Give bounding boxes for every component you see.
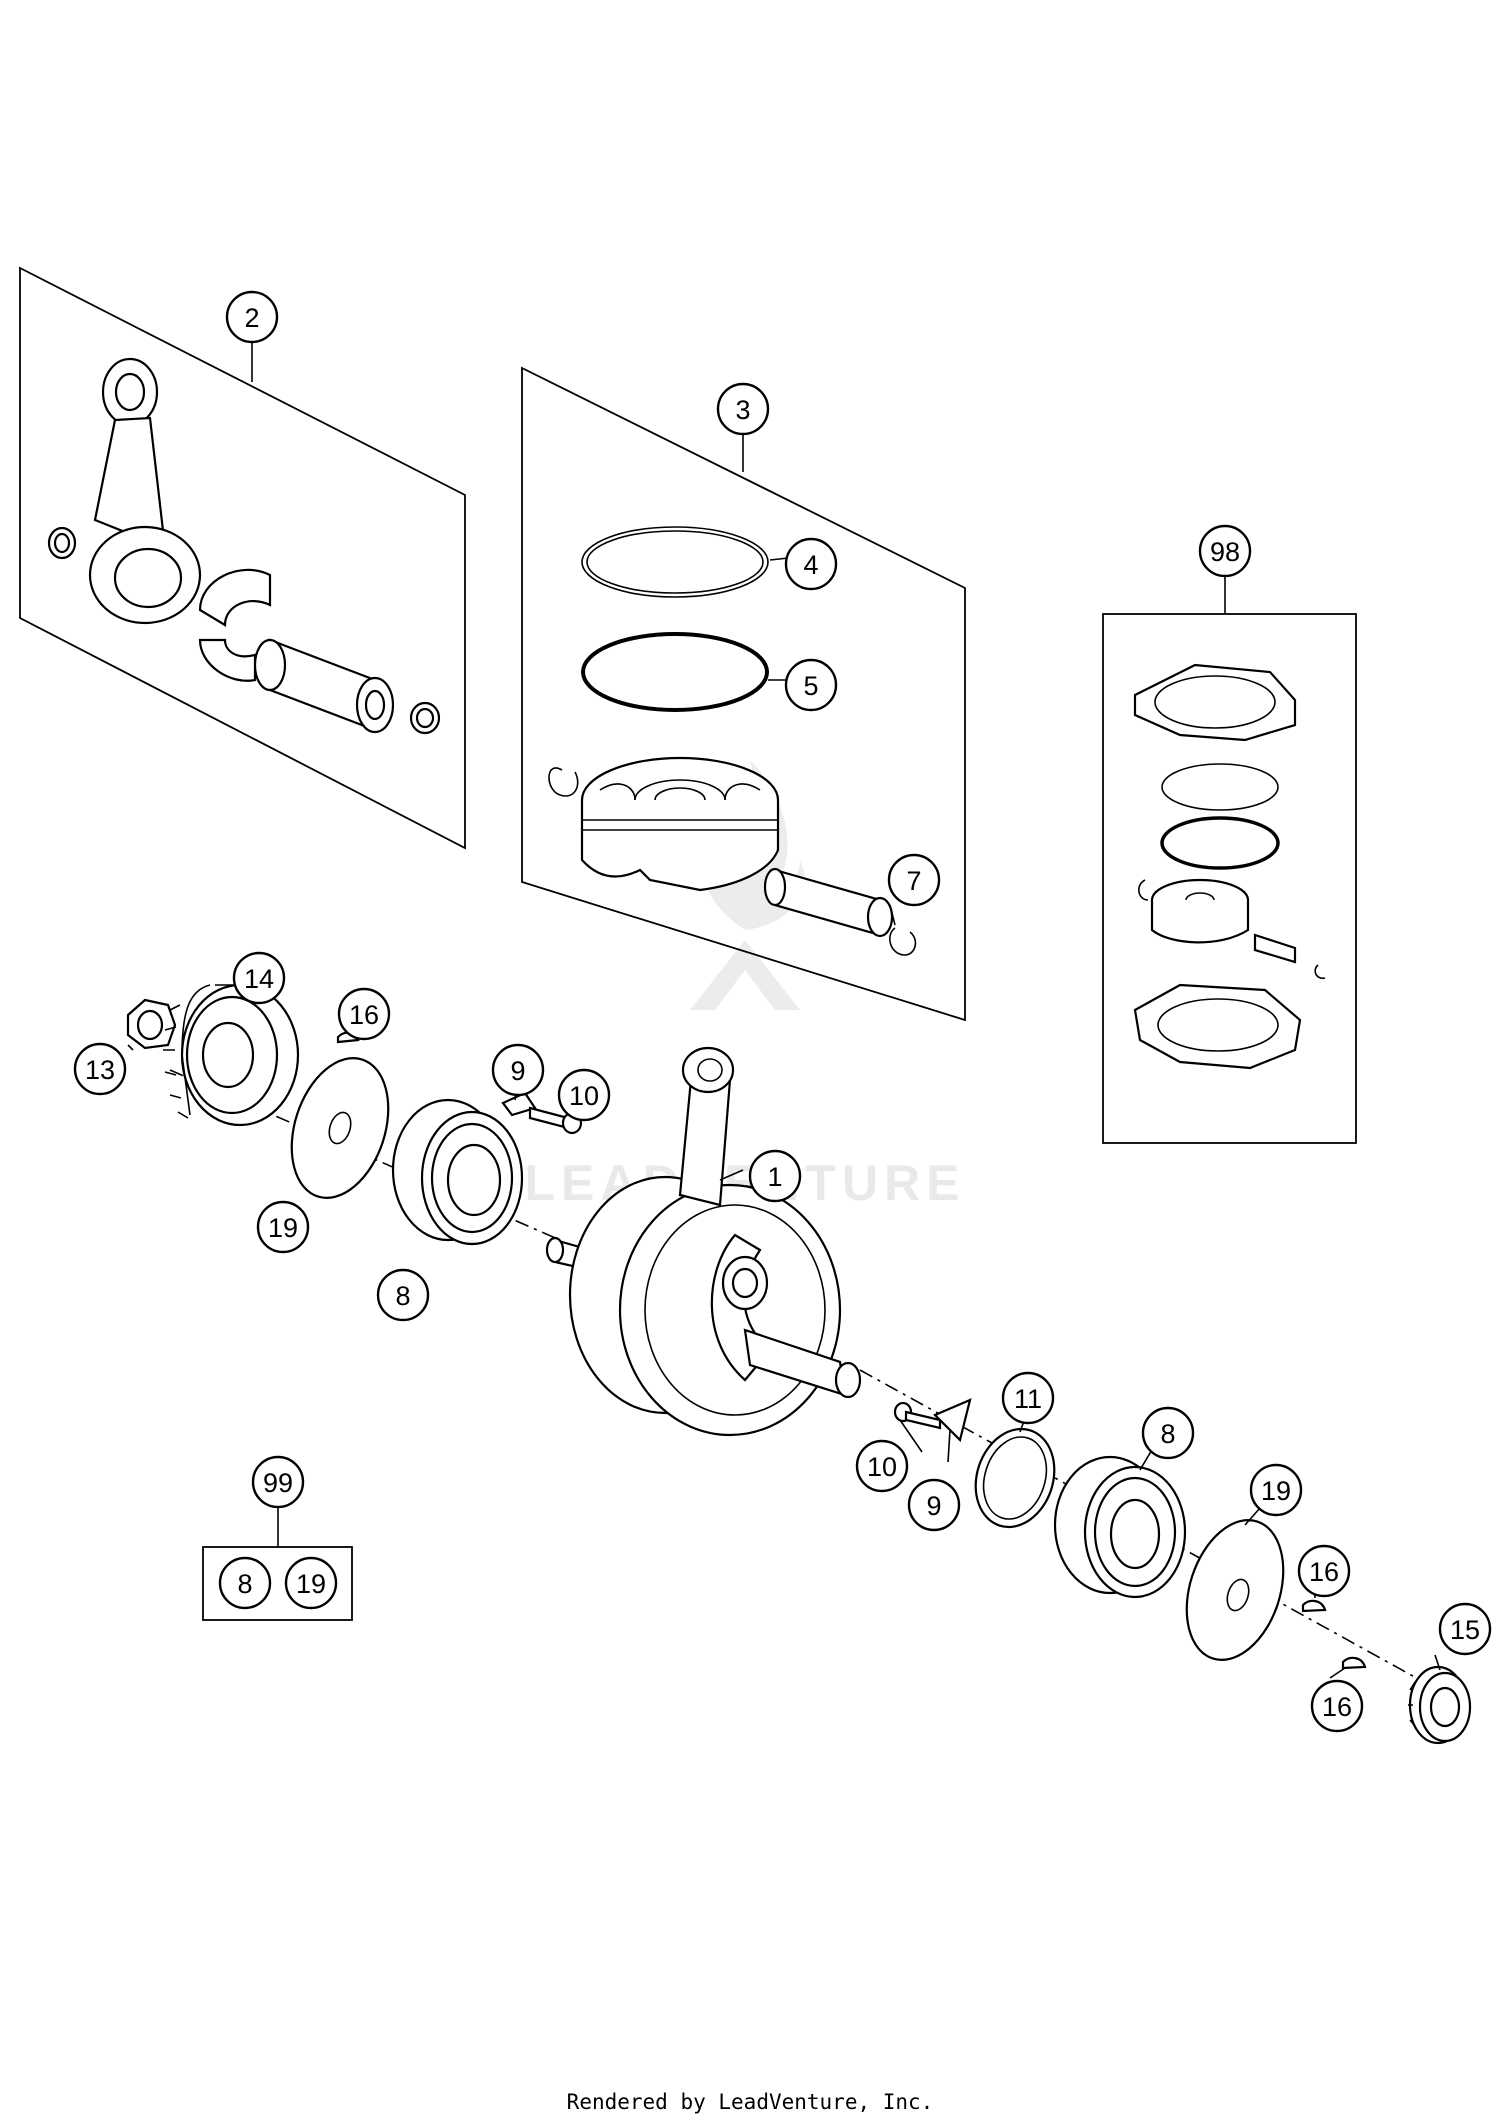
part-key-16-mid	[1301, 1599, 1327, 1613]
callout-99[interactable]: 99	[251, 1455, 305, 1509]
callout-19-left[interactable]: 19	[256, 1200, 310, 1254]
part-piston-pin-conrod	[253, 638, 395, 734]
part-small-bush-right	[409, 701, 441, 735]
group-bearing-kit	[202, 1508, 353, 1621]
svg-text:9: 9	[926, 1491, 941, 1521]
svg-text:19: 19	[1261, 1476, 1291, 1506]
callout-7[interactable]: 7	[887, 853, 941, 907]
callout-13[interactable]: 13	[73, 1042, 127, 1096]
callout-15[interactable]: 15	[1438, 1602, 1492, 1656]
part-screw-10-bottom	[893, 1401, 942, 1430]
callout-16-bottom[interactable]: 16	[1310, 1679, 1364, 1733]
svg-text:7: 7	[906, 866, 921, 896]
svg-text:11: 11	[1014, 1384, 1042, 1414]
callout-8-left[interactable]: 8	[376, 1268, 430, 1322]
svg-text:16: 16	[349, 1000, 379, 1030]
callout-10-bottom[interactable]: 10	[855, 1439, 909, 1493]
part-gear-15	[1408, 1665, 1472, 1745]
svg-text:8: 8	[395, 1281, 410, 1311]
svg-text:2: 2	[244, 303, 259, 333]
svg-text:14: 14	[244, 964, 274, 994]
group-conrod-set	[19, 266, 466, 850]
callout-16-mid[interactable]: 16	[1297, 1544, 1351, 1598]
part-bearing-shells	[198, 568, 272, 682]
svg-text:9: 9	[510, 1056, 525, 1086]
part-shim-11	[974, 1427, 1056, 1529]
part-base-gasket	[1133, 983, 1302, 1070]
svg-text:3: 3	[735, 395, 750, 425]
callout-98[interactable]: 98	[1198, 524, 1252, 578]
callout-16-top[interactable]: 16	[337, 987, 391, 1041]
callout-11[interactable]: 11	[1001, 1371, 1055, 1425]
part-circlip-left	[548, 767, 579, 797]
svg-text:99: 99	[263, 1468, 293, 1498]
part-shim-19-right	[1185, 1519, 1285, 1661]
part-crankshaft	[545, 1046, 862, 1437]
part-lockplate-9-bottom	[933, 1398, 972, 1443]
svg-text:8: 8	[1160, 1419, 1175, 1449]
callout-9-top[interactable]: 9	[491, 1043, 545, 1097]
part-lockplate-9-top	[501, 1091, 537, 1117]
svg-text:15: 15	[1450, 1615, 1480, 1645]
callout-5[interactable]: 5	[784, 658, 838, 712]
callout-19-right[interactable]: 19	[1249, 1463, 1303, 1517]
callout-8-right[interactable]: 8	[1141, 1406, 1195, 1460]
part-bearing-8-left	[391, 1098, 524, 1246]
group-box-conrod	[19, 266, 466, 850]
svg-text:19: 19	[296, 1569, 326, 1599]
footer-credit: Rendered by LeadVenture, Inc.	[566, 2090, 934, 2114]
callout-19-kit[interactable]: 19	[284, 1556, 338, 1610]
part-piston-ring-1	[581, 526, 769, 598]
callout-1[interactable]: 1	[748, 1149, 802, 1203]
group-piston-set	[521, 366, 966, 1022]
callout-10-top[interactable]: 10	[557, 1068, 611, 1122]
svg-text:10: 10	[569, 1081, 599, 1111]
svg-text:8: 8	[237, 1569, 252, 1599]
svg-text:16: 16	[1309, 1557, 1339, 1587]
callout-4[interactable]: 4	[784, 537, 838, 591]
part-piston-ring-2	[581, 632, 769, 712]
group-gasket-kit	[1102, 576, 1357, 1144]
part-kit-circlip-left	[1138, 879, 1149, 901]
part-gear-14	[163, 983, 300, 1127]
part-piston-pin	[763, 867, 894, 938]
svg-text:4: 4	[803, 550, 818, 580]
callout-2[interactable]: 2	[225, 290, 279, 344]
svg-text:10: 10	[867, 1452, 897, 1482]
svg-text:19: 19	[268, 1213, 298, 1243]
part-conrod-small	[88, 357, 202, 625]
part-kit-piston	[1150, 878, 1250, 944]
part-circlip-right	[889, 927, 917, 956]
part-kit-circlip-right	[1314, 964, 1326, 980]
part-bearing-8-right	[1053, 1455, 1187, 1599]
group-box-piston	[521, 366, 966, 1022]
part-nut-13	[126, 998, 177, 1050]
part-shim-19-left	[290, 1057, 390, 1199]
callout-14[interactable]: 14	[232, 951, 286, 1005]
part-kit-ring-1	[1161, 763, 1279, 811]
part-head-gasket	[1133, 663, 1297, 742]
callout-3[interactable]: 3	[716, 382, 770, 436]
part-piston	[580, 756, 780, 892]
svg-text:98: 98	[1210, 537, 1240, 567]
svg-text:5: 5	[803, 671, 818, 701]
part-kit-ring-2	[1160, 816, 1280, 870]
callout-8-kit[interactable]: 8	[218, 1556, 272, 1610]
part-small-bush-left	[47, 526, 77, 560]
svg-text:1: 1	[767, 1162, 782, 1192]
group-box-kit	[1102, 613, 1357, 1144]
callout-9-bottom[interactable]: 9	[907, 1478, 961, 1532]
part-key-16-bottom	[1341, 1656, 1367, 1670]
svg-text:16: 16	[1322, 1692, 1352, 1722]
part-kit-pin	[1253, 933, 1297, 964]
svg-text:13: 13	[85, 1055, 115, 1085]
